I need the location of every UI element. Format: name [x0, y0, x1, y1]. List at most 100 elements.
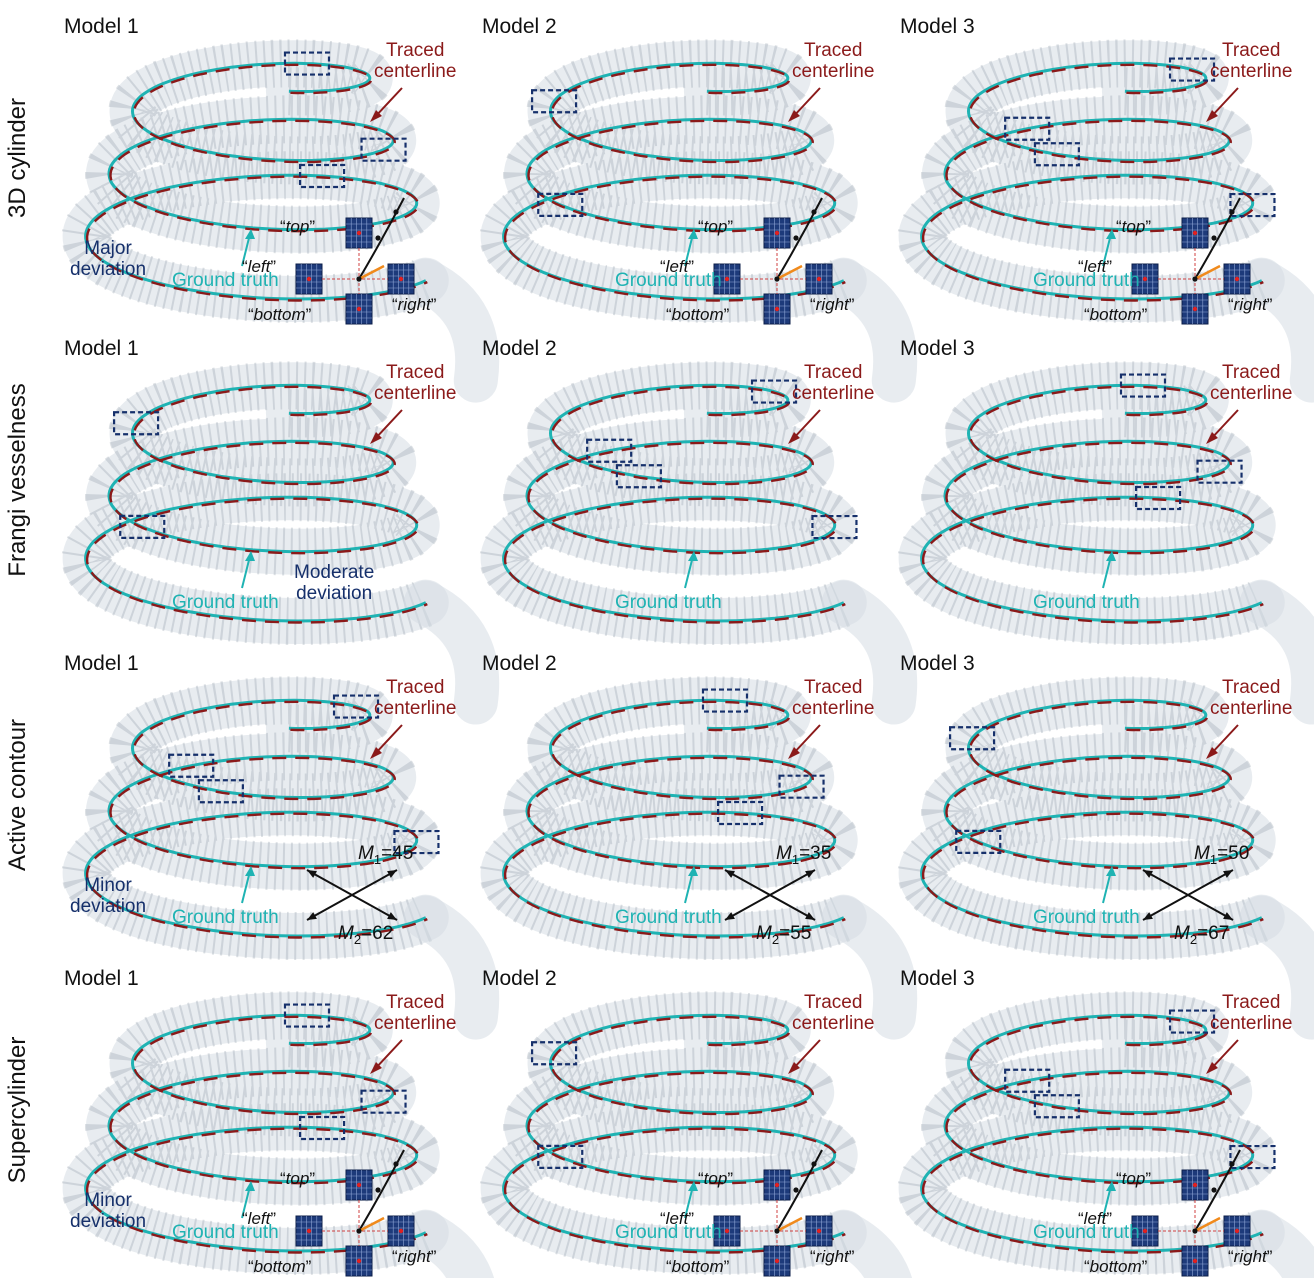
model-title-text: Model 1 — [64, 652, 139, 675]
m1-label: M1=45 — [358, 843, 413, 870]
traced-line2: centerline — [374, 1013, 456, 1034]
model-title: Model 2 — [482, 16, 557, 37]
step-point — [1229, 1161, 1234, 1166]
step-point — [356, 276, 361, 281]
quote-close: ” — [1106, 1209, 1112, 1228]
panel-model-1: Model 1TracedcenterlineGround truthModer… — [52, 330, 476, 648]
quote-close: ” — [270, 257, 276, 276]
model-title-text: Model 2 — [482, 967, 557, 990]
face-label-top-text: top — [1122, 1169, 1146, 1188]
bottom-face-grid — [1182, 1246, 1208, 1276]
step-point — [811, 1161, 816, 1166]
face-label-left: “left” — [1078, 256, 1112, 277]
traced-centerline-label: Tracedcenterline — [792, 992, 874, 1034]
face-label-bottom: “bottom” — [666, 1256, 729, 1277]
traced-line1: Traced — [792, 677, 874, 698]
model-title-text: Model 2 — [482, 652, 557, 675]
traced-line2: centerline — [792, 383, 874, 404]
face-label-top: “top” — [1116, 216, 1151, 237]
wireframe-tube — [86, 1005, 478, 1278]
quote-close: ” — [1145, 1169, 1151, 1188]
panel-model-3: Model 3TracedcenterlineGround truth“top”… — [888, 960, 1312, 1278]
m1-label: M1=50 — [1194, 843, 1249, 870]
quote-close: ” — [309, 217, 315, 236]
face-label-right: “right” — [1228, 294, 1272, 315]
traced-line1: Traced — [374, 362, 456, 383]
face-label-top: “top” — [698, 1168, 733, 1189]
face-label-right: “right” — [1228, 1246, 1272, 1267]
traced-centerline-label: Tracedcenterline — [374, 362, 456, 404]
m2-label: M2=55 — [756, 923, 811, 950]
model-title: Model 3 — [900, 968, 975, 989]
deviation-line1: Minor — [70, 1190, 146, 1211]
model-title: Model 1 — [64, 653, 139, 674]
deviation-line2: deviation — [294, 583, 374, 604]
ground-truth-text: Ground truth — [1033, 592, 1140, 613]
deviation-line1: Minor — [70, 875, 146, 896]
m2-symbol: M — [338, 923, 354, 944]
face-label-top-text: top — [286, 1169, 310, 1188]
face-label-left: “left” — [1078, 1208, 1112, 1229]
traced-line2: centerline — [1210, 383, 1292, 404]
m2-value: =62 — [361, 923, 393, 944]
m1-sub: 1 — [792, 852, 799, 867]
model-title: Model 3 — [900, 338, 975, 359]
traced-line1: Traced — [1210, 677, 1292, 698]
face-label-top-text: top — [704, 1169, 728, 1188]
ground-truth-label: Ground truth — [172, 592, 279, 613]
bottom-face-grid — [346, 1246, 372, 1276]
face-label-left-text: left — [248, 257, 271, 276]
step-point — [1192, 276, 1197, 281]
quote-close: ” — [688, 257, 694, 276]
row-label-text: Active contour — [4, 719, 32, 871]
model-title-text: Model 3 — [900, 967, 975, 990]
traced-centerline-label: Tracedcenterline — [792, 40, 874, 82]
step-point — [375, 235, 380, 240]
m2-label: M2=62 — [338, 923, 393, 950]
quote-close: ” — [849, 1247, 855, 1266]
model-title-text: Model 1 — [64, 15, 139, 38]
model-title: Model 2 — [482, 968, 557, 989]
face-label-left: “left” — [242, 1208, 276, 1229]
panel-model-2: Model 2TracedcenterlineGround truth — [470, 330, 894, 648]
traced-line2: centerline — [792, 1013, 874, 1034]
step-point — [1192, 1228, 1197, 1233]
quote-close: ” — [1106, 257, 1112, 276]
step-point — [1211, 1187, 1216, 1192]
m2-sub: 2 — [354, 932, 361, 947]
face-label-right-text: right — [1234, 1247, 1267, 1266]
quote-close: ” — [724, 1257, 730, 1276]
m2-value: =55 — [779, 923, 811, 944]
right-face-grid — [388, 1216, 414, 1246]
face-label-bottom-text: bottom — [254, 305, 306, 324]
ground-truth-text: Ground truth — [172, 907, 279, 928]
quote-close: ” — [1142, 305, 1148, 324]
quote-close: ” — [1267, 1247, 1273, 1266]
m2-label: M2=67 — [1174, 923, 1229, 950]
ground-truth-label: Ground truth — [1033, 592, 1140, 613]
face-label-bottom-text: bottom — [1090, 1257, 1142, 1276]
model-title: Model 3 — [900, 653, 975, 674]
row-label-text: 3D cylinder — [4, 98, 32, 218]
top-face-grid — [1182, 1170, 1208, 1200]
m1-value: =45 — [381, 843, 413, 864]
m1-symbol: M — [358, 843, 374, 864]
quote-close: ” — [727, 1169, 733, 1188]
face-label-top-text: top — [286, 217, 310, 236]
face-label-bottom: “bottom” — [248, 1256, 311, 1277]
quote-close: ” — [849, 295, 855, 314]
step-point — [793, 1187, 798, 1192]
right-face-grid — [806, 1216, 832, 1246]
top-face-grid — [764, 1170, 790, 1200]
right-face-grid — [806, 264, 832, 294]
traced-line1: Traced — [792, 362, 874, 383]
model-title-text: Model 2 — [482, 337, 557, 360]
m2-symbol: M — [756, 923, 772, 944]
quote-close: ” — [727, 217, 733, 236]
top-face-grid — [346, 1170, 372, 1200]
quote-close: ” — [309, 1169, 315, 1188]
traced-centerline-label: Tracedcenterline — [374, 40, 456, 82]
left-face-grid — [296, 1216, 322, 1246]
